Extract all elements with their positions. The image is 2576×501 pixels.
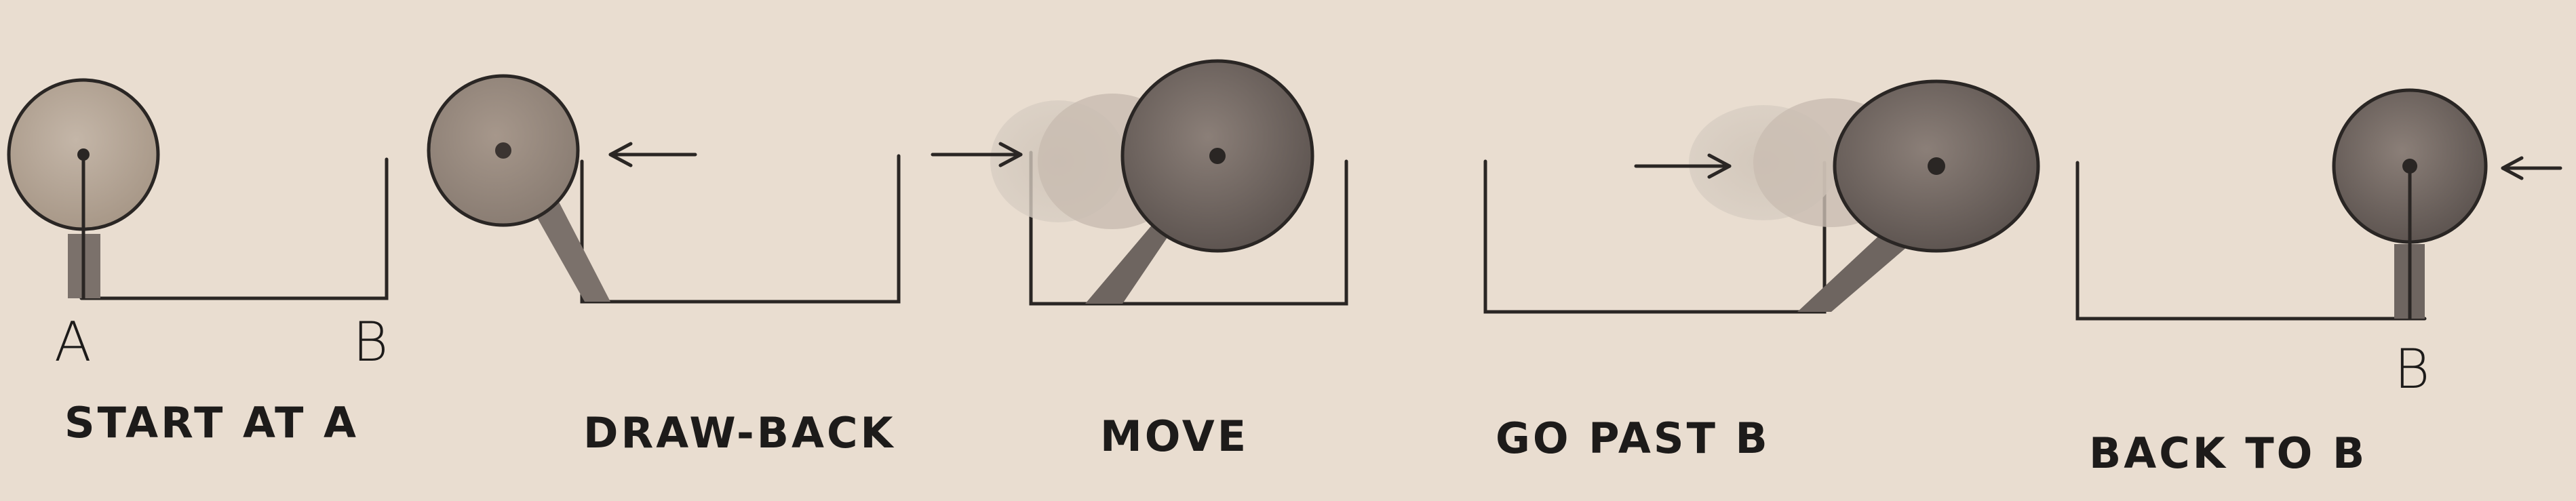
wheel-hub	[495, 142, 511, 159]
track	[1483, 159, 1827, 314]
panel-go-past-b: GO PAST B	[1483, 79, 2040, 463]
panel-draw-back: DRAW-BACK	[427, 74, 901, 458]
caption-draw-back: DRAW-BACK	[583, 408, 896, 458]
track	[580, 154, 901, 304]
panel-back-to-b: B BACK TO B	[2075, 88, 2562, 478]
point-label-a: A	[54, 310, 94, 374]
caption-go-past-b: GO PAST B	[1496, 414, 1770, 463]
track	[2075, 161, 2427, 321]
track	[1029, 151, 1348, 306]
wheel-hub	[2402, 159, 2417, 174]
caption-move: MOVE	[1100, 412, 1249, 461]
arrow-left-icon	[2501, 156, 2562, 180]
arrow-right-icon	[931, 142, 1023, 167]
caption-start-at-a: START AT A	[64, 398, 359, 447]
arrow-left-icon	[608, 142, 697, 167]
panel-move: MOVE	[931, 59, 1348, 461]
track	[79, 157, 389, 300]
point-label-b: B	[2394, 338, 2432, 401]
point-label-b: B	[353, 310, 391, 374]
wheel-hub	[77, 148, 90, 161]
wheel-hub	[1209, 148, 1226, 164]
caption-back-to-b: BACK TO B	[2089, 428, 2367, 478]
panel-start-at-a: A B START AT A	[7, 78, 391, 447]
arrow-right-icon	[1634, 153, 1732, 179]
stick	[529, 197, 610, 302]
wheel-hub	[1928, 157, 1945, 175]
